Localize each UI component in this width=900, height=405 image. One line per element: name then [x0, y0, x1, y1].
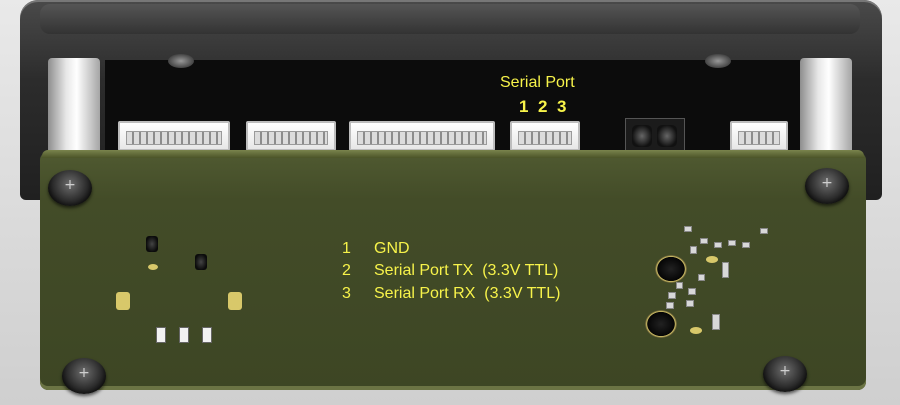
solder-pad-2	[116, 292, 130, 310]
pin-label-2: 2	[538, 97, 548, 116]
pcb-edge	[42, 150, 864, 158]
solder-pad-1	[148, 264, 158, 270]
smd-11	[668, 292, 676, 299]
component-black-2	[195, 254, 207, 270]
solder-pad-3	[228, 292, 242, 310]
smd-5	[742, 242, 750, 248]
white-led-3	[202, 327, 212, 343]
screw-bottom-right	[763, 356, 807, 392]
enclosure-top-lip	[40, 4, 860, 34]
smd-14	[686, 300, 694, 307]
smd-13	[666, 302, 674, 309]
smd-4	[728, 240, 736, 246]
component-round-2	[645, 310, 677, 338]
connector-2	[246, 121, 336, 151]
smd-1	[684, 226, 692, 232]
legend-text-3: Serial Port RX (3.3V TTL)	[374, 285, 561, 302]
smd-2	[700, 238, 708, 244]
screw-bottom-left	[62, 358, 106, 394]
component-black-1	[146, 236, 158, 252]
connector-3	[349, 121, 495, 151]
smd-12	[688, 288, 696, 295]
right-standoff	[800, 58, 852, 168]
smd-3	[714, 242, 722, 248]
solder-pad-5	[690, 327, 702, 334]
legend-row-1: 1 GND	[342, 238, 410, 260]
connector-1	[118, 121, 230, 151]
smd-8	[722, 262, 729, 278]
smd-6	[760, 228, 768, 234]
connector-5	[730, 121, 788, 151]
screw-top-right	[805, 168, 849, 204]
mounting-hole-left	[168, 54, 194, 68]
legend-num-3: 3	[342, 285, 351, 302]
power-connector	[625, 118, 685, 154]
white-led-1	[156, 327, 166, 343]
legend-row-3: 3 Serial Port RX (3.3V TTL)	[342, 283, 560, 305]
left-standoff	[48, 58, 100, 168]
component-round-1	[655, 255, 687, 283]
serial-port-connector	[510, 121, 580, 151]
smd-9	[698, 274, 705, 281]
smd-10	[676, 282, 683, 289]
serial-port-title: Serial Port	[500, 74, 575, 91]
screw-top-left	[48, 170, 92, 206]
legend-text-2: Serial Port TX (3.3V TTL)	[374, 262, 559, 279]
mounting-hole-right	[705, 54, 731, 68]
smd-15	[712, 314, 720, 330]
legend-text-1: GND	[374, 240, 410, 257]
pin-label-3: 3	[557, 97, 567, 116]
legend-row-2: 2 Serial Port TX (3.3V TTL)	[342, 260, 558, 282]
solder-pad-4	[706, 256, 718, 263]
pin-label-1: 1	[519, 97, 529, 116]
legend-num-1: 1	[342, 240, 351, 257]
legend-num-2: 2	[342, 262, 351, 279]
white-led-2	[179, 327, 189, 343]
smd-7	[690, 246, 697, 254]
